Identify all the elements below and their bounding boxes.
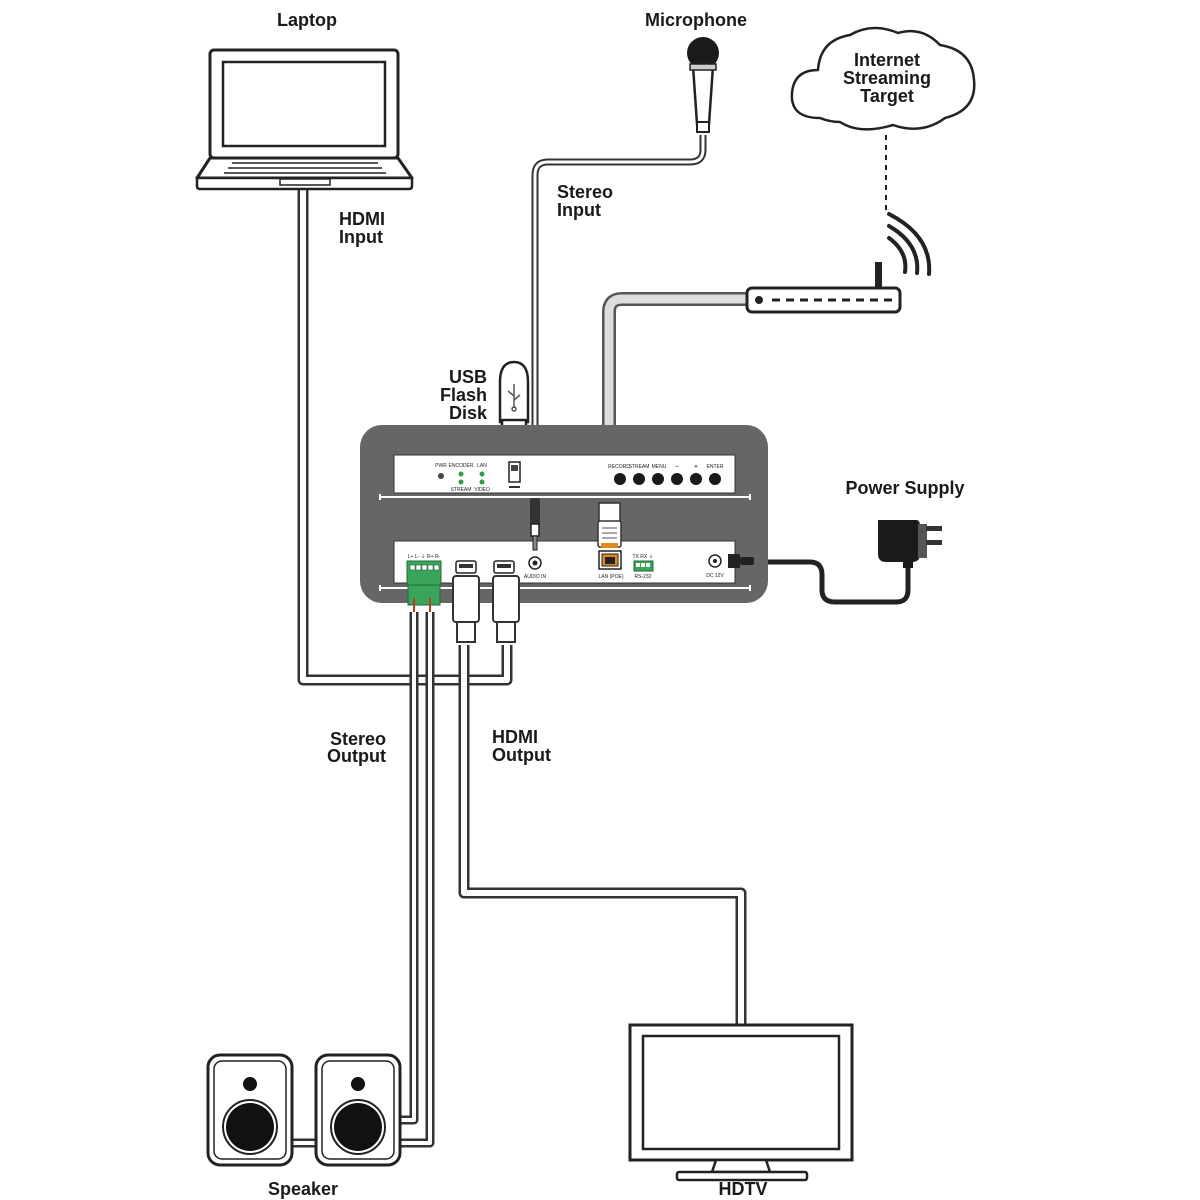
menu-label: MENU	[652, 464, 667, 470]
streaming-encoder-device: PWR ENCODER LAN STREAM VIDEO RECORD STRE…	[360, 425, 768, 612]
stereo-input-cable	[531, 135, 707, 508]
audio-in-label: AUDIO IN	[524, 574, 547, 580]
hdmi-output-label-line1: HDMI	[492, 727, 538, 747]
enter-button[interactable]	[709, 473, 721, 485]
dc-power-jack[interactable]	[708, 554, 722, 568]
front-panel: PWR ENCODER LAN STREAM VIDEO RECORD STRE…	[379, 454, 751, 500]
hdmi-in-port[interactable]	[493, 560, 515, 574]
record-label: RECORD	[608, 464, 630, 470]
hdmi-input-cable	[297, 188, 513, 686]
speaker-label: Speaker	[268, 1179, 338, 1199]
minus-label: –	[675, 464, 678, 470]
rs232-label: RS-232	[635, 574, 652, 580]
power-supply-label: Power Supply	[845, 478, 964, 498]
audio-out-terminal-block[interactable]	[406, 560, 442, 612]
stream-button[interactable]	[633, 473, 645, 485]
plus-label: +	[694, 464, 697, 470]
minus-button[interactable]	[671, 473, 683, 485]
hdmi-input-label-line2: Input	[339, 227, 383, 247]
lan-poe-label: LAN (POE)	[598, 574, 623, 580]
lan-led	[479, 471, 485, 477]
stereo-output-label-line2: Output	[327, 746, 386, 766]
speaker-left-icon	[206, 1053, 294, 1167]
hdtv-icon	[628, 1023, 854, 1182]
audio-terminals-label: L+ L- ⏚ R+ R-	[408, 553, 441, 560]
usb-port-icon	[509, 486, 520, 488]
power-cable	[752, 559, 911, 605]
enter-label: ENTER	[707, 464, 724, 470]
router-icon	[745, 212, 932, 314]
hdmi-out-port[interactable]	[455, 560, 477, 574]
microphone-icon	[687, 37, 719, 133]
laptop-label: Laptop	[277, 10, 337, 30]
cloud-label-line2: Streaming	[843, 68, 931, 88]
usb-label-line2: Flash	[440, 385, 487, 405]
stream-button-label: STREAM	[629, 464, 650, 470]
lan-cable	[602, 292, 748, 505]
microphone-label: Microphone	[645, 10, 747, 30]
hdmi-output-cable	[458, 645, 747, 1025]
lan-led-label: LAN	[477, 463, 487, 469]
plus-button[interactable]	[690, 473, 702, 485]
power-supply-icon	[878, 520, 942, 568]
hdmi-output-label-line2: Output	[492, 745, 551, 765]
usb-port[interactable]	[508, 461, 521, 483]
stereo-output-label-line1: Stereo	[330, 729, 386, 749]
stereo-input-label-line1: Stereo	[557, 182, 613, 202]
hdmi-out-plug	[452, 575, 480, 643]
stream-led	[458, 471, 464, 477]
pwr-led	[438, 473, 444, 479]
laptop-icon	[195, 48, 414, 191]
menu-button[interactable]	[652, 473, 664, 485]
encoder-label: ENCODER	[448, 463, 473, 469]
stereo-input-label-line2: Input	[557, 200, 601, 220]
usb-label-line3: Disk	[449, 403, 488, 423]
usb-label-line1: USB	[449, 367, 487, 387]
lan-poe-port[interactable]	[598, 550, 622, 570]
cloud-label-line1: Internet	[854, 50, 920, 70]
lan-plug	[597, 502, 622, 548]
hdmi-input-label-line1: HDMI	[339, 209, 385, 229]
speaker-right-icon	[314, 1053, 402, 1167]
cloud-label-line3: Target	[860, 86, 914, 106]
audio-in-plug	[530, 498, 540, 551]
dc-label: DC 12V	[706, 573, 724, 579]
video-led-label: VIDEO	[474, 487, 490, 493]
cloud-icon	[790, 26, 976, 131]
power-plug	[728, 554, 754, 568]
encoder-led-2	[458, 479, 464, 485]
hdmi-in-plug	[492, 575, 520, 643]
rs232-terminal[interactable]	[633, 560, 654, 572]
stream-led-label: STREAM	[451, 487, 472, 493]
rs232-pins-label: TX RX ⏚	[632, 553, 653, 560]
pwr-label: PWR	[435, 463, 447, 469]
record-button[interactable]	[614, 473, 626, 485]
video-led	[479, 479, 485, 485]
hdtv-label: HDTV	[719, 1179, 768, 1199]
